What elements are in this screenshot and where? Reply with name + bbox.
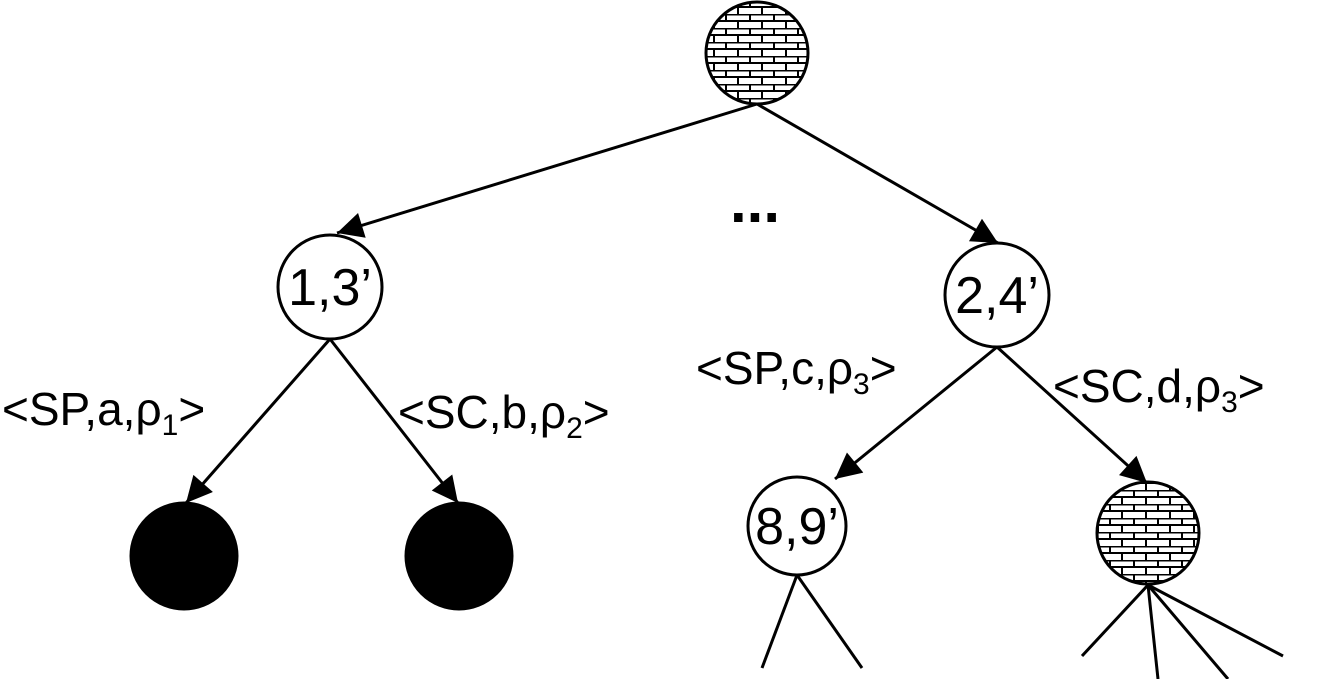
node-right <box>943 241 1051 349</box>
leaf-node-c <box>746 475 848 577</box>
edge-label-a: <SP,a,ρ1> <box>2 383 205 442</box>
leaf-node-c-label: 8,9’ <box>755 498 839 556</box>
leaf-node-b <box>404 501 514 611</box>
subtree-line <box>1146 584 1160 679</box>
subtree-line <box>1146 584 1230 679</box>
subtree-line <box>760 574 799 669</box>
node-left <box>276 233 384 341</box>
node-right-label: 2,4’ <box>955 267 1039 325</box>
root-node <box>704 0 810 106</box>
edge-right-leaf-d <box>995 345 1149 485</box>
edge-root-left <box>336 102 758 238</box>
edge-right-leaf-c <box>834 345 998 481</box>
edge-label-d: <SC,d,ρ3> <box>1053 360 1265 419</box>
edge-left-leaf-b <box>328 338 460 504</box>
node-left-label: 1,3’ <box>288 259 372 317</box>
subtree-line <box>1147 583 1284 658</box>
edge-label-b: <SC,b,ρ2> <box>398 386 610 445</box>
subtree-line <box>1080 583 1150 658</box>
edge-left-leaf-a <box>184 338 332 504</box>
leaf-node-d <box>1095 480 1201 586</box>
edge-label-c: <SP,c,ρ3> <box>696 342 897 401</box>
leaf-node-a <box>129 501 239 611</box>
subtree-line <box>795 574 864 669</box>
ellipsis: ... <box>730 168 780 235</box>
edge-root-right <box>756 102 999 245</box>
